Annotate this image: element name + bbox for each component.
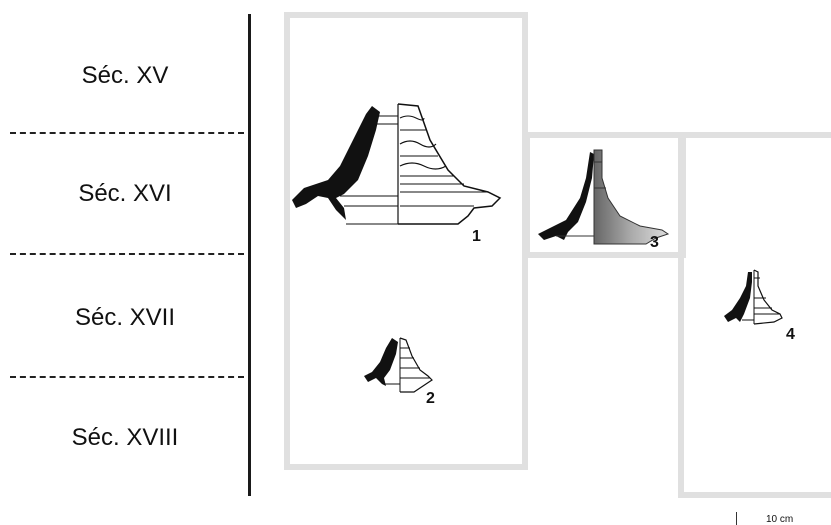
century-label-xv: Séc. XV (81, 62, 169, 89)
panel-group-1 (284, 12, 528, 470)
century-label-xvi: Séc. XVI (78, 180, 172, 207)
vessel-profile-3 (538, 149, 670, 245)
vessel-profile-2 (364, 337, 433, 393)
figure-number-2: 2 (426, 390, 435, 407)
scale-label: 10 cm (766, 514, 794, 525)
century-divider (10, 376, 244, 378)
figure-number-4: 4 (786, 326, 795, 343)
vessel-profile-4 (724, 269, 783, 325)
century-label-xvii: Séc. XVII (74, 304, 176, 331)
century-divider (10, 253, 244, 255)
century-divider (10, 132, 244, 134)
figure-number-3: 3 (650, 234, 659, 251)
panel-group-4 (678, 132, 831, 498)
century-label-xviii: Séc. XVIII (71, 424, 179, 451)
timeline-axis (248, 14, 251, 496)
figure-number-1: 1 (472, 228, 481, 245)
vessel-profile-1 (292, 103, 502, 225)
scale-bar (736, 512, 737, 525)
